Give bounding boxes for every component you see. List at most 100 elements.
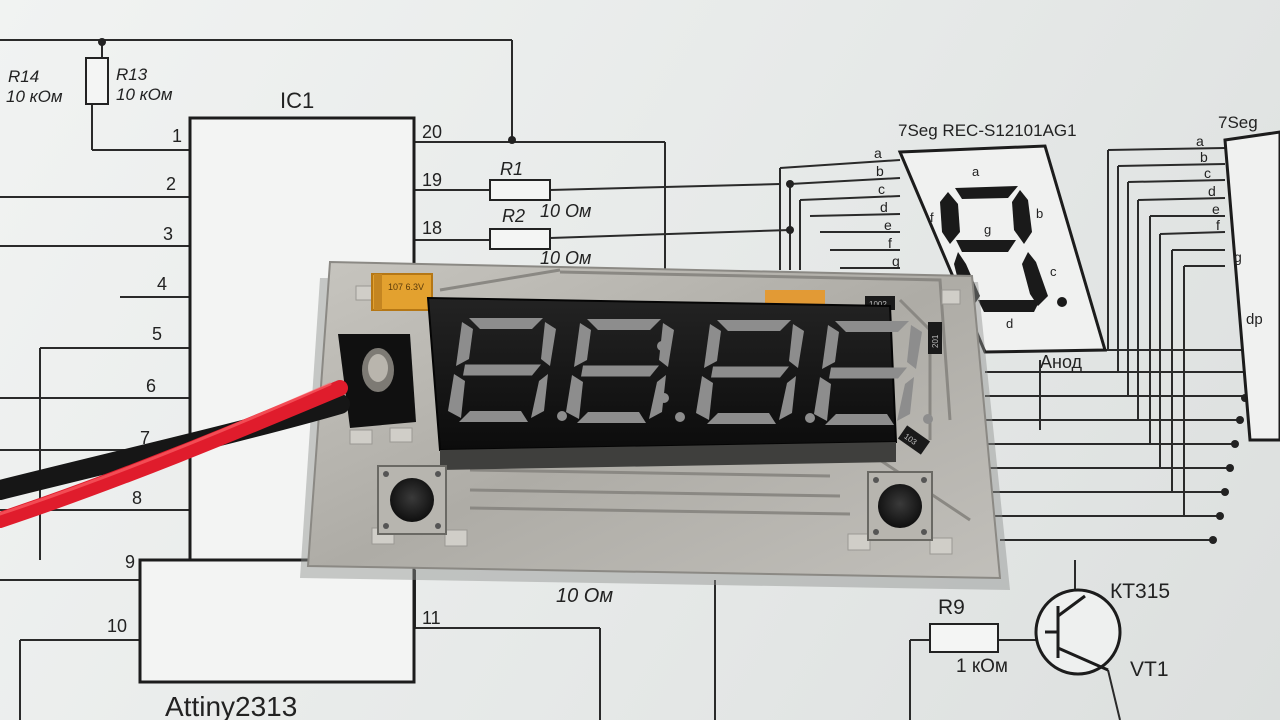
seg-inner-d: d	[1006, 316, 1013, 331]
seg-title: 7Seg REC-S12101AG1	[898, 121, 1077, 140]
pin-10: 10	[107, 616, 127, 636]
seg2-pin-g: g	[1234, 249, 1242, 265]
colon-dot-1	[657, 341, 667, 351]
schematic-labels: R14 10 кОм R13 10 кОм IC1 Attiny2313 1 2…	[6, 65, 1263, 720]
transistor-symbol	[1034, 588, 1122, 676]
seg2-pin-e: e	[1212, 201, 1220, 217]
pin-8: 8	[132, 488, 142, 508]
bottom-resistor-value: 10 Ом	[556, 585, 613, 607]
capacitor-marking: 107 6.3V	[388, 282, 424, 292]
smd-marking-2: 201	[931, 334, 940, 348]
pcb-module: 107 6.3V 1002 201 103	[300, 260, 1010, 590]
r14-label: R14	[8, 67, 39, 86]
seg2-pin-f: f	[1216, 217, 1220, 233]
digit-4-segment-c	[897, 377, 914, 421]
digit-1-segment-a	[469, 318, 543, 329]
seg-pin-a: a	[874, 145, 882, 161]
seg-inner-a: a	[972, 164, 980, 179]
r13-value: 10 кОм	[116, 85, 173, 104]
seg2-pin-b: b	[1200, 149, 1208, 165]
pin-19: 19	[422, 170, 442, 190]
digit-2-segment-d	[577, 412, 646, 423]
seg-pin-c: c	[878, 181, 885, 197]
seg-inner-f: f	[930, 210, 934, 225]
seg-symbol	[897, 130, 1280, 442]
digit-1-segment-b	[541, 322, 556, 366]
tantalum-capacitor: 107 6.3V	[371, 273, 433, 311]
seg-inner-c: c	[1050, 264, 1057, 279]
digit-3-segment-a	[717, 320, 791, 331]
digit-1-segment-f	[456, 322, 473, 366]
tact-button-left[interactable]	[377, 465, 447, 535]
solder-pads	[349, 285, 961, 555]
digit-3-segment-e	[696, 376, 713, 420]
ic-name: IC1	[280, 88, 314, 113]
pin-20: 20	[422, 122, 442, 142]
pin-11: 11	[422, 608, 441, 628]
tact-button-right[interactable]	[867, 471, 933, 541]
pcb-traces	[439, 268, 971, 522]
power-connector	[338, 334, 416, 428]
digit-4-segment-f	[822, 325, 839, 369]
r2-label: R2	[502, 206, 525, 226]
seg2-pin-dp: dp	[1246, 311, 1263, 328]
r1-label: R1	[500, 159, 523, 179]
seg-pin-g: g	[892, 253, 900, 269]
digit-2-segment-c	[649, 375, 666, 419]
digit-2-decimal-point	[675, 412, 685, 422]
pin-1: 1	[172, 126, 182, 146]
digit-3-segment-c	[779, 376, 796, 420]
pin-18: 18	[422, 218, 442, 238]
led-display	[426, 296, 933, 470]
schematic-resistors	[85, 57, 999, 653]
transistor-model: КТ315	[1110, 580, 1170, 603]
power-wires	[0, 380, 350, 528]
digit-3-segment-g	[711, 366, 789, 378]
digit-4-segment-e	[814, 377, 831, 421]
digit-4-segment-a	[835, 321, 909, 332]
digit-3-decimal-point	[805, 413, 815, 423]
pin-4: 4	[157, 274, 167, 294]
seg-inner-b: b	[1036, 206, 1043, 221]
r3-value: 10 Ом	[540, 248, 591, 268]
digit-4-segment-d	[825, 414, 894, 425]
schematic-wiring	[0, 39, 1275, 720]
seg-pin-b: b	[876, 163, 884, 179]
smd-resistors: 1002 201 103	[865, 296, 942, 455]
seg-pin-d: d	[880, 199, 888, 215]
digit-3-segment-b	[789, 324, 804, 368]
seg-pin-f: f	[888, 235, 892, 251]
r2-value: 10 Ом	[540, 201, 591, 221]
anode-label: Анод	[1040, 352, 1083, 372]
seg-pin-e: e	[884, 217, 892, 233]
digit-3-segment-f	[704, 324, 721, 368]
digit-1-segment-g	[463, 364, 541, 376]
smd-marking-1: 1002	[869, 300, 887, 309]
seg2-pin-c: c	[1204, 165, 1211, 181]
r9-label: R9	[938, 596, 965, 619]
r13-label: R13	[116, 65, 148, 84]
colon-dot-2	[659, 393, 669, 403]
digit-2-segment-a	[587, 319, 661, 330]
seg-title-2: 7Seg	[1218, 113, 1258, 132]
digit-2-segment-g	[581, 365, 659, 377]
pin-2: 2	[166, 174, 176, 194]
digit-4-segment-g	[829, 367, 907, 379]
digit-4-decimal-point	[923, 414, 933, 424]
pin-7: 7	[140, 428, 150, 448]
digit-1-segment-c	[531, 374, 548, 418]
digit-4-segment-b	[907, 325, 922, 369]
digit-3-segment-d	[707, 413, 776, 424]
ic-body-lower	[138, 558, 416, 684]
seg2-pin-d: d	[1208, 183, 1216, 199]
seg2-pin-a: a	[1196, 133, 1204, 149]
digit-1-decimal-point	[557, 411, 567, 421]
pin-5: 5	[152, 324, 162, 344]
r14-value: 10 кОм	[6, 87, 63, 106]
pin-6: 6	[146, 376, 156, 396]
display-digits	[448, 318, 933, 425]
pin-9: 9	[125, 552, 135, 572]
digit-1-segment-d	[459, 411, 528, 422]
